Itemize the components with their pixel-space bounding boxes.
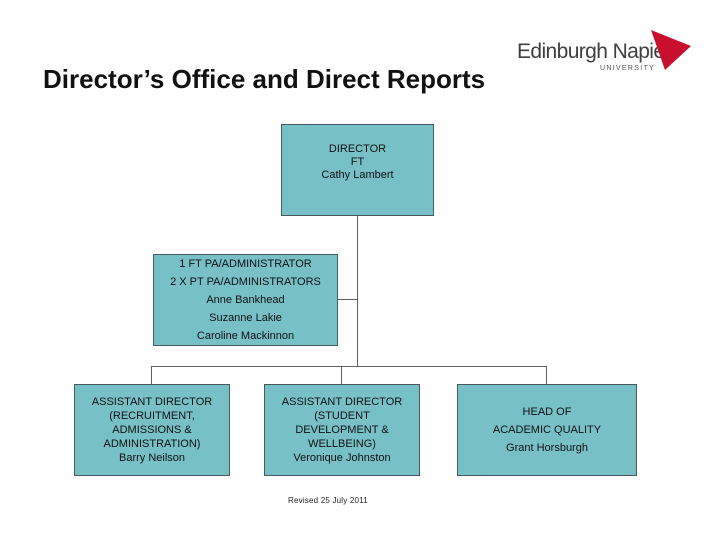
arrow-triangle-icon xyxy=(651,30,691,70)
revised-date: Revised 25 July 2011 xyxy=(288,496,368,505)
node-head-quality-line: ACADEMIC QUALITY xyxy=(492,424,602,436)
node-pa-line: 2 X PT PA/ADMINISTRATORS xyxy=(170,276,321,288)
node-director: DIRECTOR FT Cathy Lambert xyxy=(281,124,434,216)
node-head-quality: HEAD OF ACADEMIC QUALITY Grant Horsburgh xyxy=(457,384,637,476)
connector-to-ad-student xyxy=(341,366,342,384)
node-ad-recruitment-line: ASSISTANT DIRECTOR xyxy=(91,396,213,408)
node-ad-student-line: (STUDENT xyxy=(314,410,370,422)
node-director-line: DIRECTOR xyxy=(328,143,387,155)
node-ad-student: ASSISTANT DIRECTOR (STUDENT DEVELOPMENT … xyxy=(264,384,420,476)
node-ad-recruitment-line: (RECRUITMENT, xyxy=(109,410,195,422)
node-director-line: Cathy Lambert xyxy=(321,169,394,181)
connector-director-trunk xyxy=(357,215,358,366)
node-ad-student-line: WELLBEING) xyxy=(308,438,376,450)
page-title: Director’s Office and Direct Reports xyxy=(43,64,486,94)
node-pa-line: Anne Bankhead xyxy=(206,294,285,306)
node-ad-recruitment-line: Barry Neilson xyxy=(118,452,186,464)
university-logo: Edinburgh Napier UNIVERSITY xyxy=(515,28,695,76)
connector-to-ad-recruitment xyxy=(151,366,152,384)
node-pa-line: Suzanne Lakie xyxy=(209,312,282,324)
connector-horizontal-bar xyxy=(151,366,547,367)
node-ad-recruitment: ASSISTANT DIRECTOR (RECRUITMENT, ADMISSI… xyxy=(74,384,230,476)
node-ad-recruitment-line: ADMISSIONS & xyxy=(112,424,192,436)
logo-wordmark: Edinburgh Napier xyxy=(517,40,671,63)
node-ad-student-line: DEVELOPMENT & xyxy=(295,424,389,436)
node-ad-student-line: ASSISTANT DIRECTOR xyxy=(281,396,403,408)
node-head-quality-line: HEAD OF xyxy=(522,406,572,418)
node-ad-recruitment-line: ADMINISTRATION) xyxy=(103,438,201,450)
node-pa-administrators: 1 FT PA/ADMINISTRATOR 2 X PT PA/ADMINIST… xyxy=(153,254,338,346)
node-director-line: FT xyxy=(350,156,365,168)
node-pa-line: 1 FT PA/ADMINISTRATOR xyxy=(179,258,312,270)
logo-subtitle: UNIVERSITY xyxy=(600,65,656,72)
node-pa-line: Caroline Mackinnon xyxy=(196,330,295,342)
connector-director-to-pa xyxy=(337,299,358,300)
node-ad-student-line: Veronique Johnston xyxy=(293,452,391,464)
connector-to-head-quality xyxy=(546,366,547,384)
node-head-quality-line: Grant Horsburgh xyxy=(506,442,588,454)
